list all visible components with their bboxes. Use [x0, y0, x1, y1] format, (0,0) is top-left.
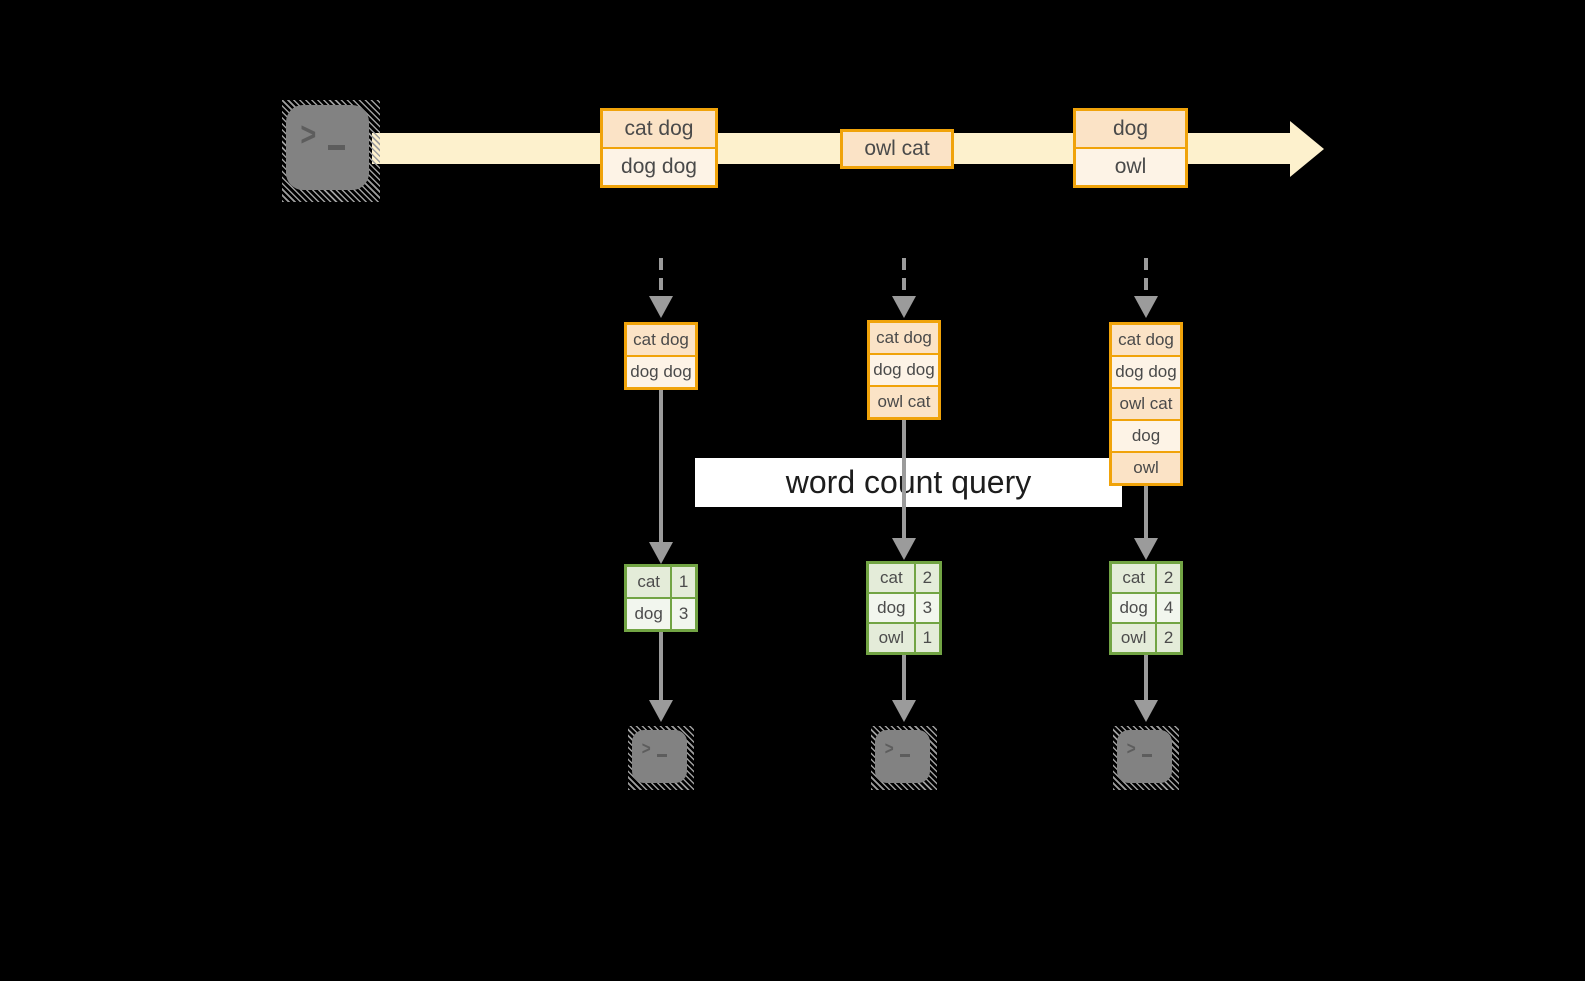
state-row: cat dog [627, 325, 695, 355]
stream-batch-box-3: dog owl [1073, 108, 1188, 188]
dashed-arrow-line [659, 258, 663, 296]
word-cell: cat [627, 567, 673, 597]
terminal-sink-icon-3: > [1113, 726, 1179, 790]
connector-line [902, 655, 906, 700]
table-row: cat 1 [627, 567, 695, 597]
down-arrowhead-icon [649, 296, 673, 318]
count-cell: 4 [1157, 594, 1180, 622]
terminal-screen: > [1117, 730, 1172, 783]
state-row: owl [1112, 451, 1180, 483]
count-cell: 3 [672, 599, 695, 629]
connector-line [659, 632, 663, 700]
result-table-1: cat 1 dog 3 [624, 564, 698, 632]
batch-row: dog [1076, 111, 1185, 147]
query-label: word count query [785, 464, 1032, 500]
state-box-1: cat dog dog dog [624, 322, 698, 390]
word-cell: dog [1112, 594, 1158, 622]
table-row: owl 2 [1112, 622, 1180, 652]
batch-row: owl [1076, 147, 1185, 185]
terminal-screen: > [875, 730, 930, 783]
down-arrowhead-icon [649, 700, 673, 722]
down-arrowhead-icon [892, 538, 916, 560]
state-row: owl cat [870, 385, 938, 417]
state-box-3: cat dog dog dog owl cat dog owl [1109, 322, 1183, 486]
terminal-sink-icon-2: > [871, 726, 937, 790]
prompt-chevron-icon: > [641, 737, 651, 759]
table-row: cat 2 [869, 564, 939, 592]
word-cell: owl [869, 624, 916, 652]
terminal-sink-icon-1: > [628, 726, 694, 790]
word-cell: owl [1112, 624, 1158, 652]
state-row: dog dog [1112, 355, 1180, 387]
count-cell: 2 [1157, 564, 1180, 592]
result-table-2: cat 2 dog 3 owl 1 [866, 561, 942, 655]
state-row: dog dog [627, 355, 695, 387]
query-label-banner: word count query [695, 458, 1122, 507]
state-box-2: cat dog dog dog owl cat [867, 320, 941, 420]
stream-arrowhead [1290, 121, 1324, 177]
result-table-3: cat 2 dog 4 owl 2 [1109, 561, 1183, 655]
word-cell: dog [869, 594, 916, 622]
down-arrowhead-icon [1134, 296, 1158, 318]
dashed-arrow-line [1144, 258, 1148, 296]
batch-row: owl cat [843, 132, 951, 166]
count-cell: 1 [672, 567, 695, 597]
connector-line [659, 388, 663, 542]
terminal-screen: > [286, 105, 369, 190]
stream-batch-box-2: owl cat [840, 129, 954, 169]
prompt-cursor-icon [900, 754, 910, 757]
prompt-chevron-icon: > [1126, 737, 1136, 759]
down-arrowhead-icon [649, 542, 673, 564]
prompt-cursor-icon [1142, 754, 1152, 757]
count-cell: 3 [915, 594, 939, 622]
down-arrowhead-icon [892, 700, 916, 722]
terminal-screen: > [632, 730, 687, 783]
batch-row: dog dog [603, 147, 715, 185]
table-row: dog 3 [627, 597, 695, 629]
stream-batch-box-1: cat dog dog dog [600, 108, 718, 188]
word-cell: cat [869, 564, 916, 592]
table-row: owl 1 [869, 622, 939, 652]
word-cell: dog [627, 599, 673, 629]
down-arrowhead-icon [1134, 538, 1158, 560]
table-row: dog 3 [869, 592, 939, 622]
table-row: dog 4 [1112, 592, 1180, 622]
state-row: cat dog [870, 323, 938, 353]
count-cell: 2 [1157, 624, 1180, 652]
prompt-chevron-icon: > [300, 115, 317, 153]
connector-line [902, 418, 906, 538]
state-row: dog [1112, 419, 1180, 451]
count-cell: 1 [915, 624, 939, 652]
state-row: cat dog [1112, 325, 1180, 355]
prompt-cursor-icon [657, 754, 667, 757]
down-arrowhead-icon [892, 296, 916, 318]
connector-line [1144, 484, 1148, 538]
batch-row: cat dog [603, 111, 715, 147]
dashed-arrow-line [902, 258, 906, 296]
prompt-cursor-icon [328, 145, 345, 150]
word-cell: cat [1112, 564, 1158, 592]
down-arrowhead-icon [1134, 700, 1158, 722]
prompt-chevron-icon: > [884, 737, 894, 759]
connector-line [1144, 655, 1148, 700]
state-row: owl cat [1112, 387, 1180, 419]
count-cell: 2 [915, 564, 939, 592]
table-row: cat 2 [1112, 564, 1180, 592]
state-row: dog dog [870, 353, 938, 385]
terminal-source-icon: > [282, 100, 380, 202]
